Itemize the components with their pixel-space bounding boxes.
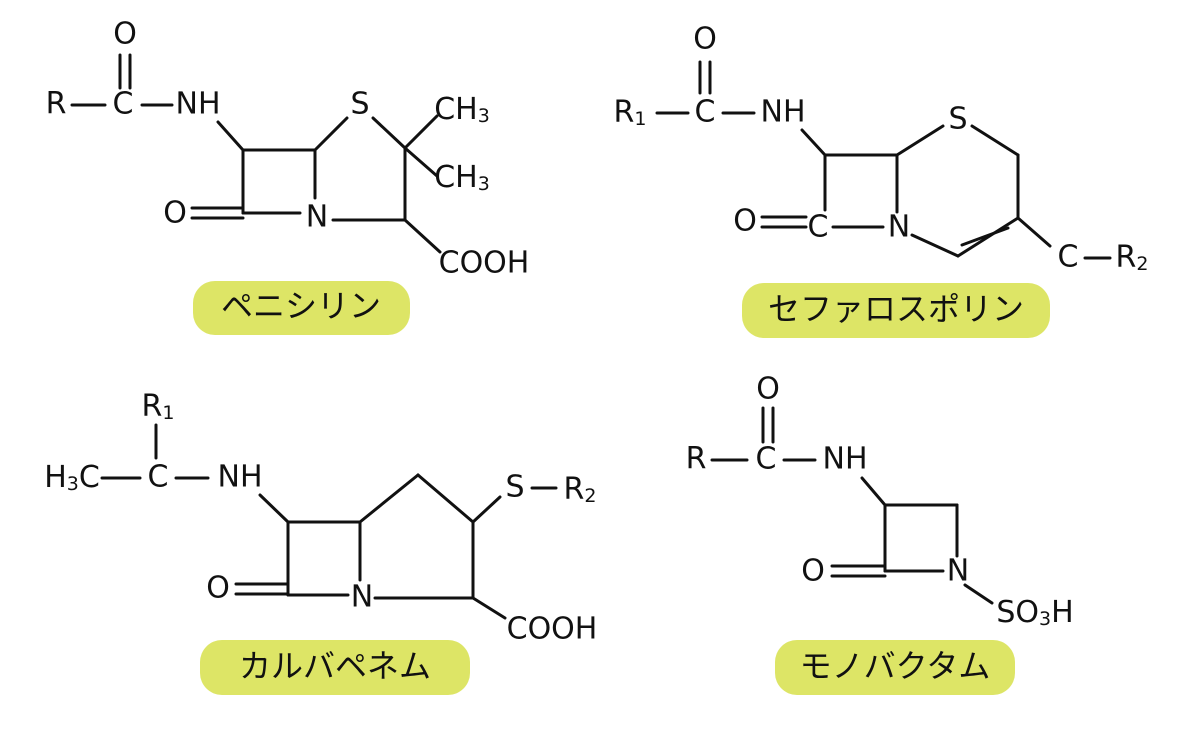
atom-carbonyl-oxygen: O [733, 204, 757, 239]
carbapenem-label: カルバペネム [200, 640, 470, 695]
atom-r1-group: R1 [614, 95, 647, 130]
atom-nitrogen: N [947, 554, 969, 589]
atom-carboxyl: COOH [507, 612, 598, 647]
monobactam-name: モノバクタム [800, 647, 991, 685]
atom-carbon: C [113, 87, 134, 122]
atom-nh: NH [218, 460, 263, 495]
atom-r1-group: R1 [142, 389, 175, 424]
atom-sulfur: S [505, 470, 524, 505]
atom-r-group: R [686, 442, 707, 477]
penicillin-name: ペニシリン [221, 287, 381, 325]
atom-oxygen: O [756, 372, 780, 407]
atom-sulfonic-acid: SO3H [996, 595, 1073, 630]
atom-lactam-carbon: C [808, 210, 829, 245]
atom-methyl-2: CH3 [434, 160, 490, 195]
atom-nitrogen: N [351, 580, 373, 615]
atom-sulfur: S [350, 87, 369, 122]
atom-methyl-1: CH3 [434, 92, 490, 127]
monobactam-label: モノバクタム [775, 640, 1015, 695]
label-badge [742, 283, 1050, 338]
atom-r-group: R [46, 87, 67, 122]
carbapenem-name: カルバペネム [239, 647, 431, 685]
atom-carboxyl: COOH [439, 246, 530, 281]
atom-oxygen: O [693, 22, 717, 57]
atom-carbonyl-oxygen: O [206, 571, 230, 606]
label-badge [193, 281, 410, 335]
penicillin-structure: O R C NH S CH3 CH3 O N COOH ペニシリン [46, 17, 530, 335]
atom-side-carbon: C [1058, 240, 1079, 275]
penicillin-label: ペニシリン [193, 281, 410, 335]
carbapenem-bonds [100, 423, 558, 620]
atom-carbonyl-oxygen: O [801, 554, 825, 589]
label-badge [200, 640, 470, 695]
atom-nh: NH [176, 87, 221, 122]
cephalosporin-structure: O R1 C NH S O C N C R2 セファロスポリン [614, 22, 1149, 338]
monobactam-structure: O R C NH O N SO3H モノバクタム [686, 372, 1074, 695]
atom-r2-group: R2 [1116, 240, 1149, 275]
cephalosporin-name: セファロスポリン [768, 290, 1024, 328]
atom-carbon: C [695, 95, 716, 130]
atom-nh: NH [761, 95, 806, 130]
penicillin-bonds [70, 53, 442, 254]
atom-r2-group: R2 [564, 472, 597, 507]
atom-sulfur: S [948, 102, 967, 137]
atom-carbonyl-oxygen: O [163, 196, 187, 231]
label-badge [775, 640, 1015, 695]
atom-nh: NH [823, 442, 868, 477]
carbapenem-structure: R1 H3C C NH O N S R2 COOH カルバペネム [44, 389, 598, 695]
monobactam-bonds [710, 406, 994, 605]
atom-oxygen: O [113, 17, 137, 52]
cephalosporin-label: セファロスポリン [742, 283, 1050, 338]
atom-nitrogen: N [888, 210, 910, 245]
atom-methyl: H3C [44, 460, 100, 495]
atom-nitrogen: N [306, 200, 328, 235]
cephalosporin-bonds [655, 60, 1112, 260]
atom-carbon: C [756, 442, 777, 477]
atom-carbon: C [148, 460, 169, 495]
